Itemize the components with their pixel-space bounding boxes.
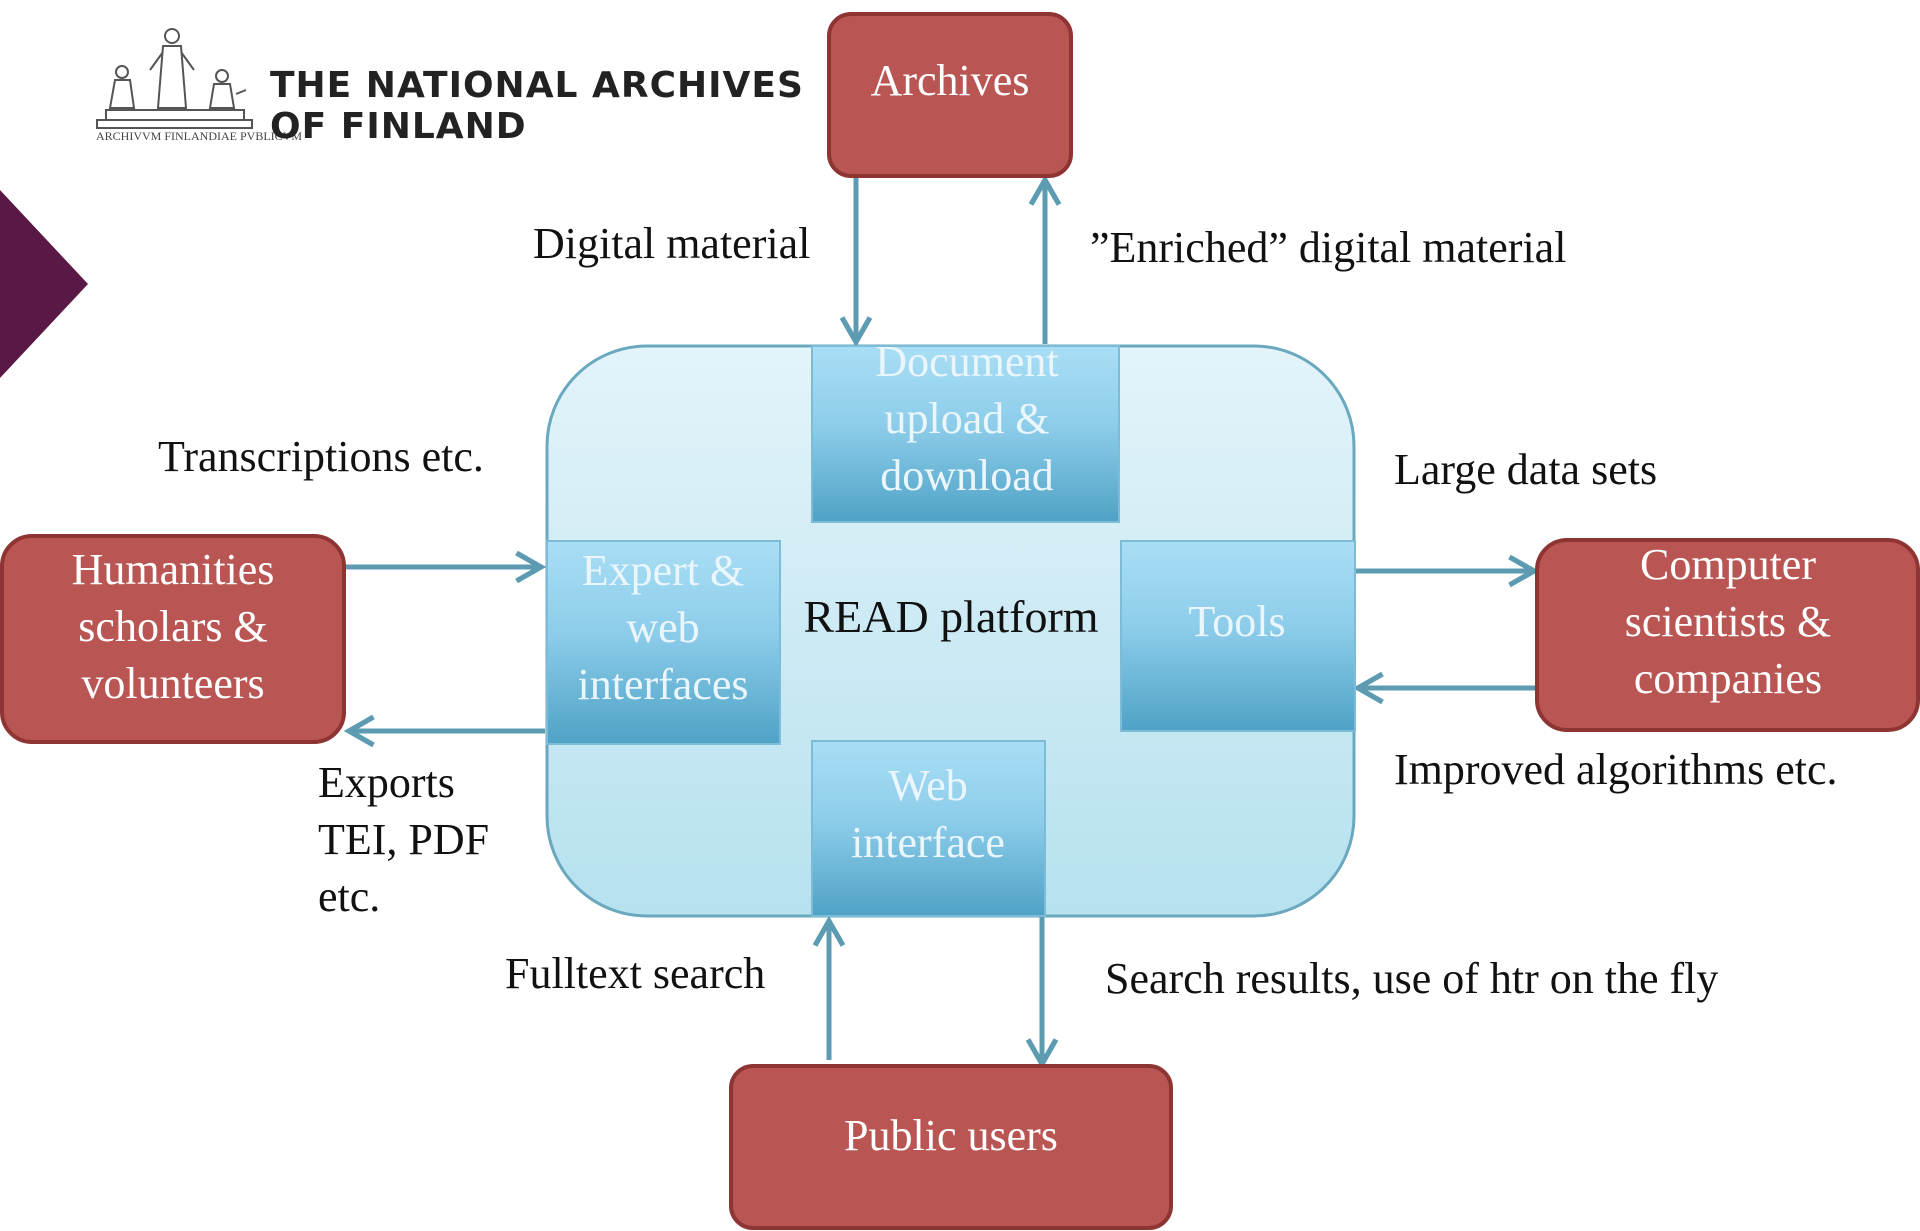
web-interface-module <box>811 740 1046 917</box>
computer-scientists-label-line: companies <box>1634 654 1822 703</box>
read-platform-label: READ platform <box>803 591 1098 642</box>
enriched-material-label-line: ”Enriched” digital material <box>1090 223 1566 272</box>
archives-label: Archives <box>871 56 1030 105</box>
side-marker <box>0 190 88 378</box>
large-data-sets-label: Large data sets <box>1394 445 1657 494</box>
exports-label-line: Exports <box>318 758 455 807</box>
computer-scientists-label-line: scientists & <box>1625 597 1832 646</box>
humanities-node <box>0 534 346 744</box>
expert-module-label-line: interfaces <box>578 660 749 709</box>
exports-label-line: TEI, PDF <box>318 815 489 864</box>
document-module-label: Document upload & download <box>875 337 1058 500</box>
web-module-label-line: Web <box>888 761 968 810</box>
improved-algorithms-label-line: Improved algorithms etc. <box>1394 745 1838 794</box>
read-platform-label-line: READ platform <box>803 591 1098 642</box>
tools-module-label-line: Tools <box>1188 597 1285 646</box>
expert-module-label-line: web <box>626 603 699 652</box>
expert-module-label-line: Expert & <box>582 546 745 595</box>
computer-scientists-node <box>1535 538 1920 732</box>
search-results-label: Search results, use of htr on the fly <box>1105 954 1718 1003</box>
archives-label-line: Archives <box>871 56 1030 105</box>
public-users-label: Public users <box>844 1111 1058 1160</box>
tools-module <box>1120 540 1356 732</box>
transcriptions-label-line: Transcriptions etc. <box>158 432 484 481</box>
humanities-label: Humanities scholars & volunteers <box>72 545 275 708</box>
web-module-label: Web interface <box>851 761 1005 867</box>
fulltext-search-label-line: Fulltext search <box>505 949 765 998</box>
humanities-label-line: Humanities <box>72 545 275 594</box>
transcriptions-label: Transcriptions etc. <box>158 432 484 481</box>
archives-node <box>827 12 1073 178</box>
tools-module-label: Tools <box>1188 597 1285 646</box>
document-upload-download-module <box>811 345 1120 523</box>
logo-caption: ARCHIVVM FINLANDIAE PVBLICVM <box>96 129 302 143</box>
document-module-label-line: upload & <box>885 394 1050 443</box>
improved-algorithms-label: Improved algorithms etc. <box>1394 745 1838 794</box>
document-module-label-line: download <box>880 451 1054 500</box>
logo-title-line2: OF FINLAND <box>270 106 527 147</box>
expert-web-interfaces-module <box>546 540 781 745</box>
web-module-label-line: interface <box>851 818 1005 867</box>
fulltext-search-label: Fulltext search <box>505 949 765 998</box>
search-results-label-line: Search results, use of htr on the fly <box>1105 954 1718 1003</box>
document-module-label-line: Document <box>875 337 1058 386</box>
national-archives-logo: ARCHIVVM FINLANDIAE PVBLICVM THE NATIONA… <box>96 28 804 147</box>
humanities-label-line: scholars & <box>78 602 267 651</box>
expert-module-label: Expert & web interfaces <box>578 546 749 709</box>
statue-emblem-icon <box>96 28 253 129</box>
humanities-label-line: volunteers <box>81 659 264 708</box>
digital-material-label-line: Digital material <box>533 219 810 268</box>
public-users-node <box>729 1064 1173 1230</box>
logo-title-line1: THE NATIONAL ARCHIVES <box>270 65 804 106</box>
exports-label-line: etc. <box>318 872 380 921</box>
public-users-label-line: Public users <box>844 1111 1058 1160</box>
digital-material-label: Digital material <box>533 219 810 268</box>
computer-scientists-label: Computer scientists & companies <box>1625 540 1832 703</box>
computer-scientists-label-line: Computer <box>1640 540 1816 589</box>
enriched-material-label: ”Enriched” digital material <box>1090 223 1566 272</box>
large-data-sets-label-line: Large data sets <box>1394 445 1657 494</box>
